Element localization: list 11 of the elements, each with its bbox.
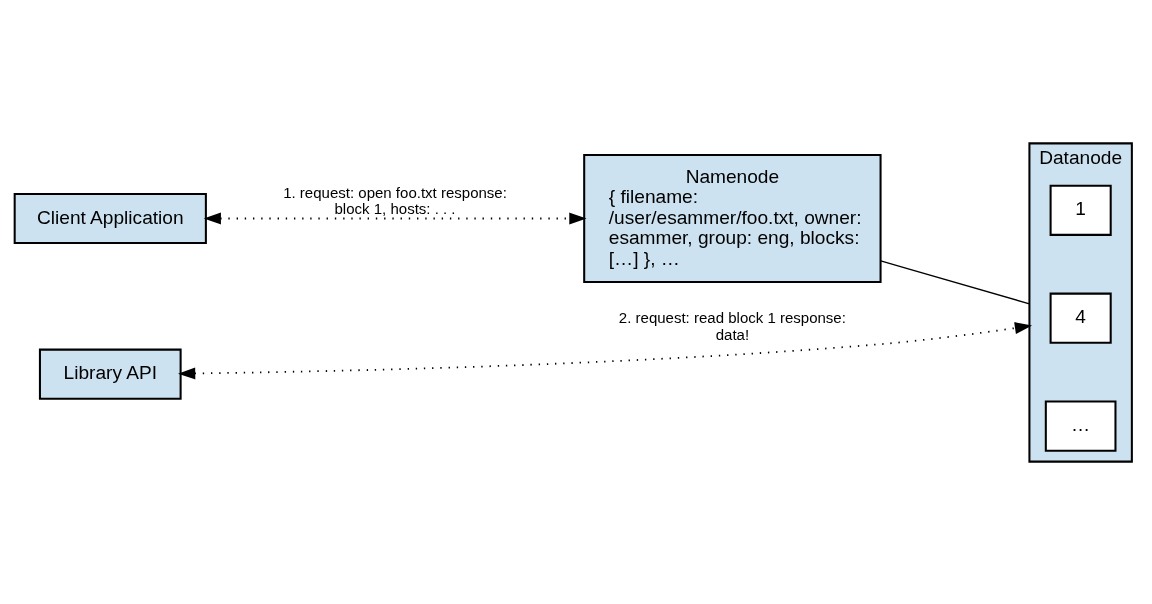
node-box: Library API — [38, 348, 182, 400]
arrow — [203, 211, 587, 225]
node-box: Namenode { filename: /user/esammer/foo.txt, owner: esammer, group: eng, blocks: […] }, … — [583, 153, 882, 283]
node-box: 1 — [1049, 184, 1112, 236]
edge-label: 1. request: open foo.txt response: block 1, hosts: . . . — [283, 183, 507, 217]
node-box: 4 — [1049, 292, 1112, 344]
edge-label: 2. request: read block 1 response: data! — [618, 308, 846, 343]
connector — [880, 259, 1031, 304]
node-box: Client Application — [13, 192, 207, 244]
arrow — [178, 321, 1033, 379]
node-box: … — [1044, 400, 1117, 452]
